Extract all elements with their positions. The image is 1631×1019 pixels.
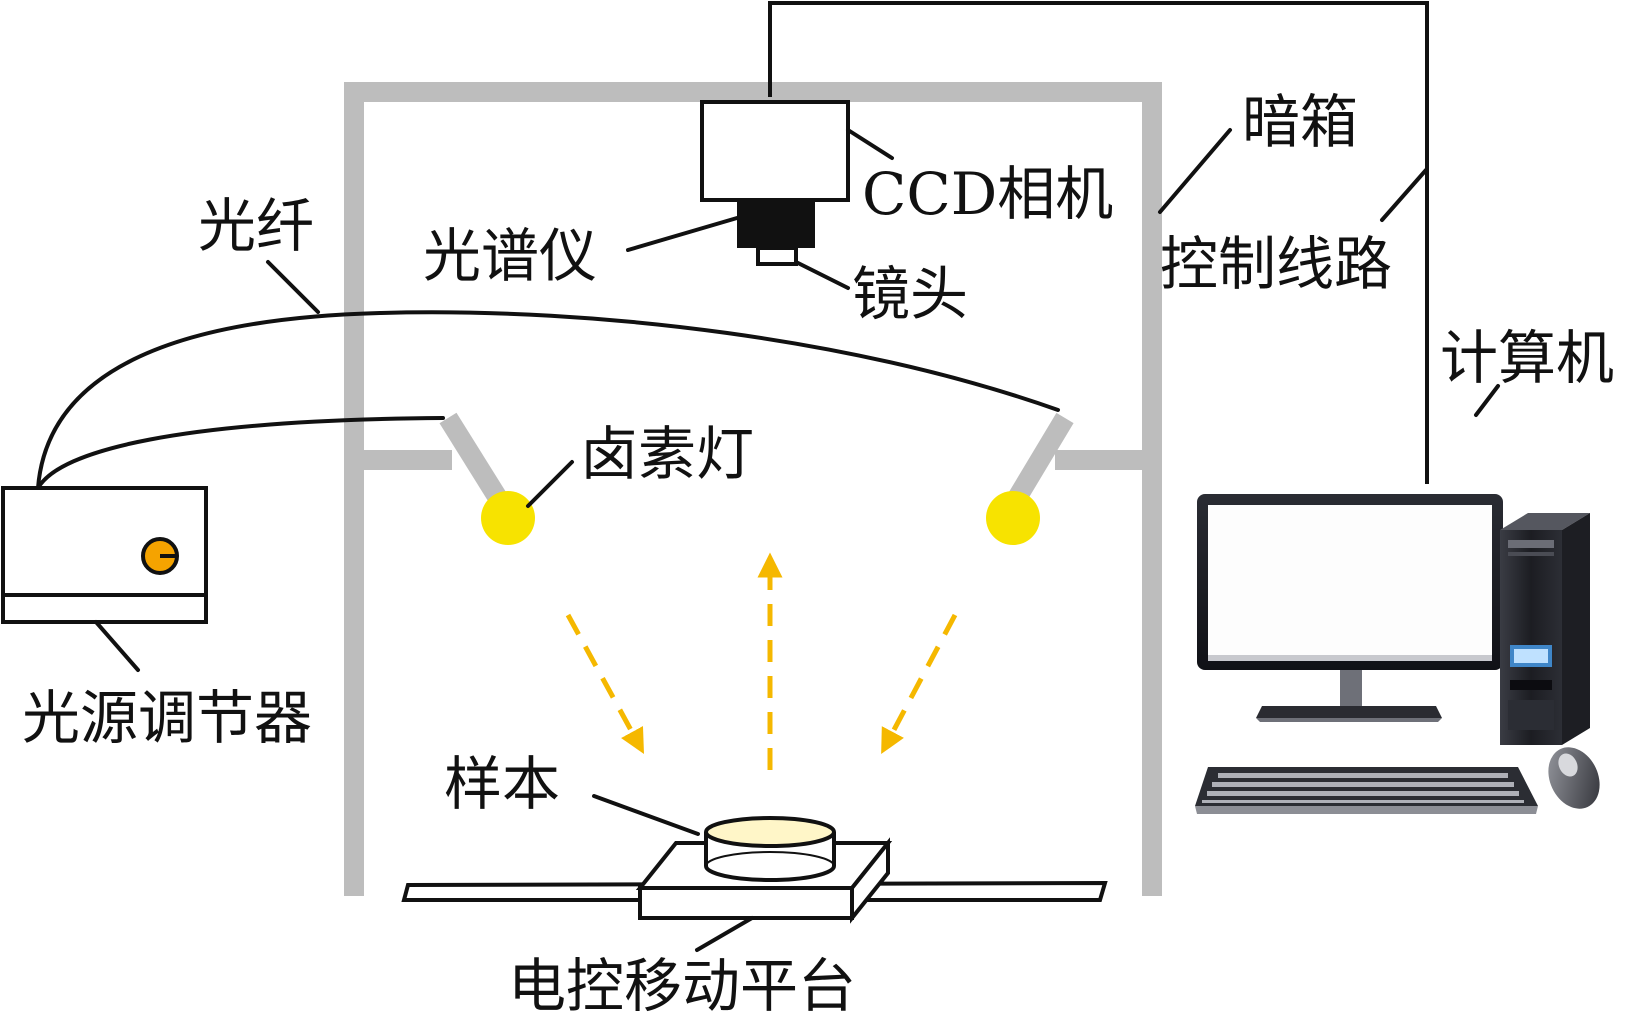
- ccd-camera-body: [700, 100, 850, 202]
- label-halogen-lamp: 卤素灯: [580, 420, 754, 488]
- incident-light-arrow-left: [565, 613, 644, 754]
- leader-lens: [794, 260, 850, 290]
- computer-tower: [1500, 513, 1590, 745]
- label-dark-box: 暗箱: [1242, 88, 1358, 156]
- halogen-lamp-right: [986, 491, 1040, 545]
- sample-dish: [704, 816, 836, 882]
- lamp-left-arm: [439, 412, 510, 509]
- leader-stage: [695, 916, 754, 952]
- optical-fiber-left: [36, 416, 445, 490]
- label-stage: 电控移动平台: [508, 952, 856, 1019]
- incident-light-arrow-right: [881, 613, 958, 755]
- dark-box-frame: [344, 82, 1162, 896]
- leader-lines: [94, 128, 1500, 952]
- label-computer: 计算机: [1440, 324, 1614, 392]
- leader-optical-fiber: [266, 260, 320, 314]
- label-light-source-controller: 光源调节器: [22, 684, 312, 752]
- leader-spectrometer: [626, 216, 739, 252]
- leader-ccd-camera: [846, 128, 894, 160]
- halogen-lamp-left: [481, 491, 535, 545]
- computer-monitor: [1197, 494, 1503, 722]
- light-path-arrows: [565, 552, 958, 770]
- leader-halogen-lamp: [526, 460, 574, 508]
- label-lens: 镜头: [852, 260, 968, 328]
- leader-sample: [592, 794, 700, 836]
- label-control-line: 控制线路: [1160, 230, 1392, 298]
- spectrometer-block: [737, 200, 815, 248]
- leader-dark-box: [1158, 128, 1232, 214]
- lamp-right-arm: [1005, 412, 1074, 509]
- leader-computer: [1474, 384, 1500, 417]
- label-sample: 样本: [444, 750, 560, 818]
- control-line-cable: [768, 1, 1429, 484]
- lens-block: [756, 246, 798, 266]
- light-source-controller: [1, 486, 208, 624]
- label-ccd-camera: CCD相机: [862, 160, 1113, 228]
- leader-control-line: [1380, 168, 1428, 222]
- keyboard: [1195, 767, 1538, 814]
- label-optical-fiber: 光纤: [198, 192, 314, 260]
- knob-icon: [141, 537, 179, 575]
- leader-light-source-controller: [94, 620, 140, 672]
- label-spectrometer: 光谱仪: [423, 222, 597, 290]
- optical-fiber-right: [36, 310, 1060, 490]
- computer-mouse: [1548, 747, 1600, 809]
